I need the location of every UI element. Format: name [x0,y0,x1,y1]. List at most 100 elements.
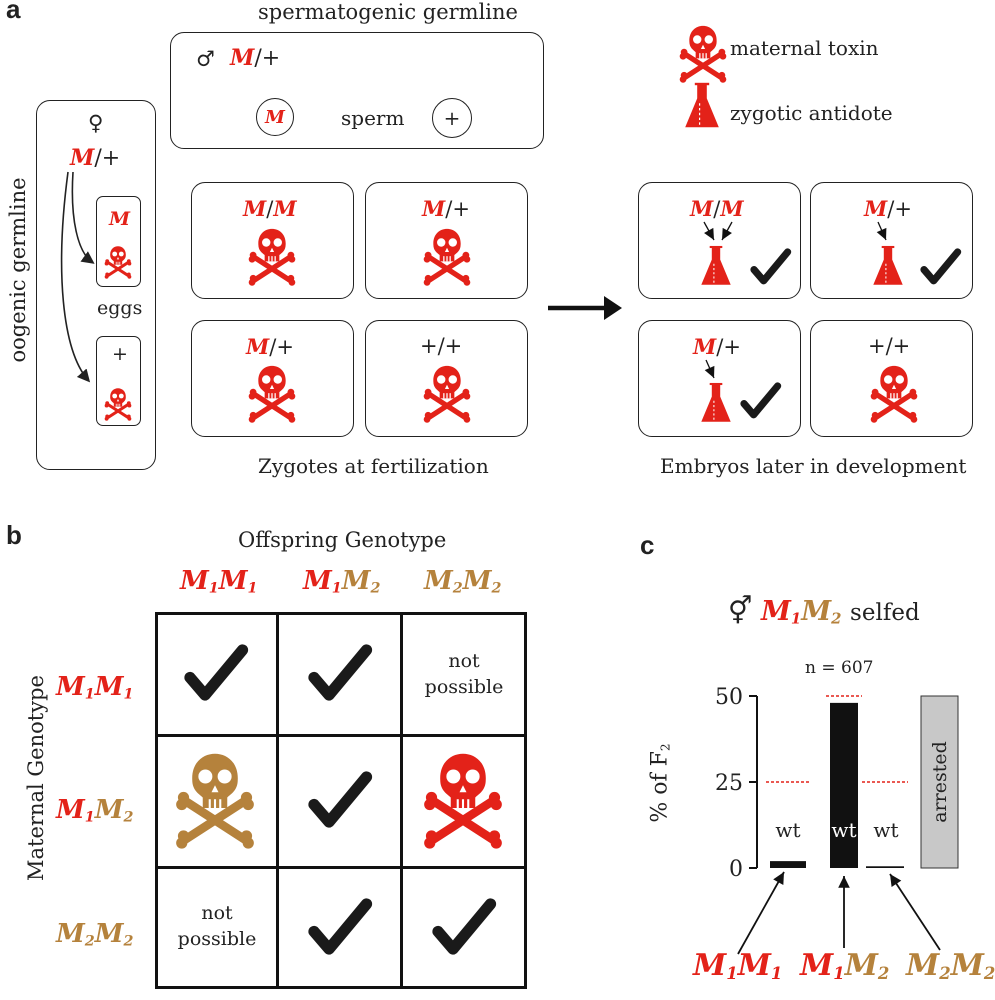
embryo-3-arrow-icon [704,359,715,379]
x-label-M2M2: M2M2 [906,948,995,984]
grid-line-h1 [155,734,527,737]
panel-b-label: b [6,520,22,550]
zygote-genotype-4: +/+ [420,334,463,358]
female-symbol: ♀ [88,111,104,135]
zygote-box-1 [191,182,354,299]
arrested-label: arrested [929,741,951,823]
bar-M1M1 [770,861,806,868]
y-tick-label-25: 25 [715,771,743,796]
spermatogenic-box [170,32,544,149]
row-label-M1M1: M1M1 [56,672,134,703]
grid-r3-c3-check-icon [432,898,497,955]
egg-arrow-2 [60,171,91,383]
wt-label-1: wt [775,818,800,842]
genotype-grid [155,612,527,989]
zygote-box-3 [191,320,354,437]
embryo-1-check-icon [750,248,792,285]
embryo-genotype-1: M/M [690,196,744,221]
embryo-4-skull-icon [870,365,918,423]
embryo-2-flask-icon [873,245,903,285]
zygote-2-skull-icon [423,228,471,286]
grid-line-v2 [400,612,403,989]
grid-r1-c2-check-icon [308,644,373,701]
col-label-M1M1: M1M1 [180,566,258,597]
grid-r1-c1-check-icon [184,644,249,701]
y-tick-label-50: 50 [715,685,743,710]
zygote-genotype-3: M/+ [246,334,294,359]
female-genotype: M/+ [70,145,121,171]
oogenic-box [36,100,156,470]
egg-M-box [96,196,141,287]
grid-line-h2 [155,866,527,869]
embryo-box-4 [810,320,973,437]
embryo-3-check-icon [740,382,782,419]
x-label-M1M1: M1M1 [693,948,783,984]
embryo-1-arrow-left-icon [703,221,715,241]
grid-r2-c2-check-icon [308,771,373,828]
zygote-1-skull-icon [248,228,296,286]
arrow-M2M2-icon [889,873,941,951]
panel-a-label: a [6,0,21,24]
n-label: n = 607 [805,658,874,678]
sperm-plus-circle: + [432,98,472,138]
embryo-3-flask-icon [701,382,731,422]
legend-toxin-label: maternal toxin [730,36,879,60]
eggs-label: eggs [97,297,143,319]
panel-c-title: ⚥ M1M2 selfed [728,596,920,628]
zygote-4-skull-icon [423,365,471,423]
grid-r3-c2-check-icon [308,898,373,955]
embryos-caption: Embryos later in development [660,454,967,478]
row-label-M1M2: M1M2 [56,795,134,826]
embryo-genotype-3: M/+ [693,334,741,359]
bar-M1M2 [830,702,858,868]
embryo-1-flask-icon [701,245,731,285]
zygote-box-4 [365,320,528,437]
row-label-M2M2: M2M2 [56,919,134,950]
egg-plus-box [96,336,141,426]
male-symbol: ♂ [196,47,215,71]
zygote-box-2 [365,182,528,299]
zygotes-caption: Zygotes at fertilization [258,454,489,478]
wt-label-2: wt [831,818,856,842]
embryo-box-3 [638,320,801,437]
panel-c-label: c [640,530,655,560]
arrow-M1M2-icon [838,876,850,948]
embryo-box-1 [638,182,801,299]
col-label-M1M2: M1M2 [303,566,381,597]
wt-label-3: wt [873,818,898,842]
grid-r2-c1-skull-icon [176,753,254,849]
egg-M-skull-icon [104,246,132,279]
grid-line-v1 [276,612,279,989]
arrow-M1M1-icon [737,871,785,955]
bar-M2M2 [866,866,904,868]
spermatogenic-title: spermatogenic germline [258,0,518,24]
embryo-1-arrow-right-icon [721,221,733,241]
egg-plus-skull-icon [104,388,132,421]
embryo-2-arrow-icon [876,221,887,241]
grid-r2-c3-skull-icon [424,753,502,849]
sperm-M-circle: M [256,98,294,136]
zygote-3-skull-icon [248,365,296,423]
embryo-genotype-4: +/+ [868,334,911,358]
egg-arrow-1 [71,171,95,264]
zygote-genotype-1: M/M [243,196,297,221]
embryo-2-check-icon [920,248,962,285]
legend-flask-icon [685,82,719,128]
col-label-M2M2: M2M2 [424,566,502,597]
offspring-genotype-title: Offspring Genotype [238,528,447,552]
embryo-box-2 [810,182,973,299]
zygote-genotype-2: M/+ [422,196,470,221]
embryo-genotype-2: M/+ [864,196,912,221]
bar-arrested [920,695,959,869]
x-label-M1M2: M1M2 [800,948,890,984]
sperm-label: sperm [341,106,405,130]
y-tick-label-0: 0 [729,857,743,882]
male-genotype: M/+ [230,45,281,71]
legend-skull-icon [679,25,727,83]
egg-plus-label: + [112,343,128,365]
